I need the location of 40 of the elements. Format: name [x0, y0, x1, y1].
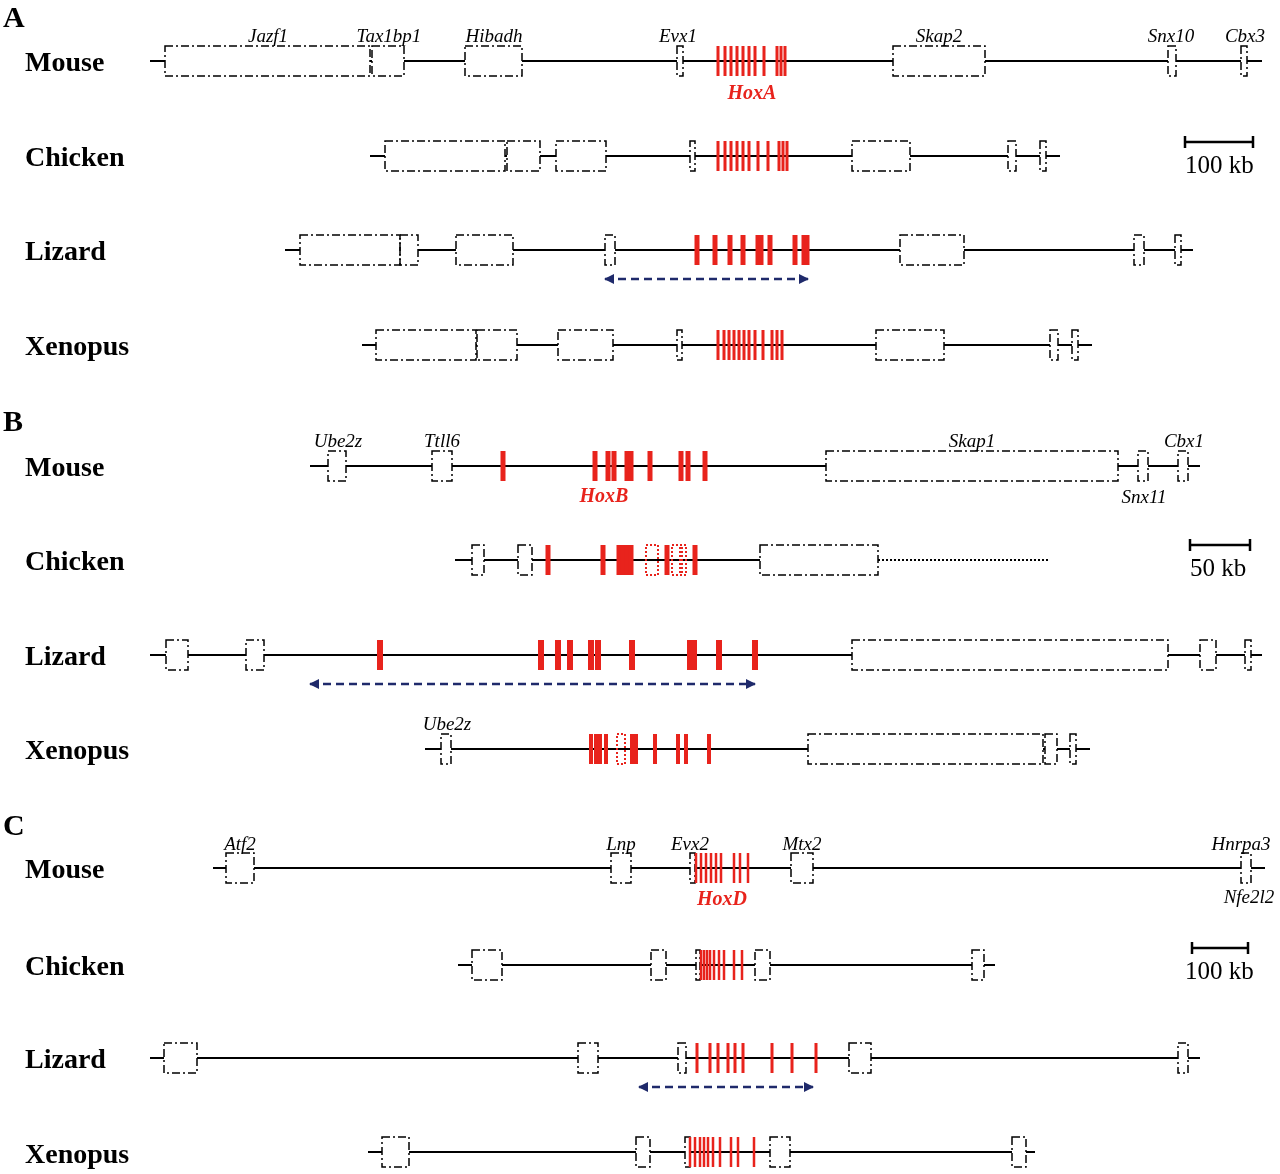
gene-name: Ttll6: [424, 431, 460, 450]
gene-name: Cbx1: [1163, 431, 1205, 450]
hox-cluster-name: HoxD: [697, 888, 747, 908]
scale-value: 50 kb: [1190, 555, 1247, 580]
gene-name: Snx10: [1147, 26, 1195, 45]
species-name: Chicken: [25, 952, 125, 980]
gene-name: Cbx3: [1224, 26, 1266, 45]
gene-name: Jazf1: [247, 26, 289, 45]
gene-name: Ube2z: [313, 431, 363, 450]
panel-letter: C: [3, 810, 25, 840]
gene-name: Hibadh: [465, 26, 523, 45]
species-name: Mouse: [25, 48, 105, 76]
panel-letter: B: [3, 406, 23, 436]
gene-name: Evx2: [671, 834, 709, 853]
species-name: Chicken: [25, 547, 125, 575]
hox-cluster-name: HoxA: [727, 82, 777, 102]
gene-name: Hnrpa3: [1211, 834, 1271, 853]
species-name: Xenopus: [25, 736, 130, 764]
panel-letter: A: [3, 2, 25, 32]
scale-value: 100 kb: [1185, 958, 1254, 983]
species-name: Mouse: [25, 855, 105, 883]
gene-name: Nfe2l2: [1223, 887, 1275, 906]
gene-name: Atf2: [224, 834, 256, 853]
species-name: Xenopus: [25, 1140, 130, 1168]
gene-name: Tax1bp1: [356, 26, 422, 45]
gene-name: Evx1: [659, 26, 697, 45]
species-name: Xenopus: [25, 332, 130, 360]
scale-value: 100 kb: [1185, 152, 1254, 177]
gene-name: Lnp: [606, 834, 636, 853]
species-name: Chicken: [25, 143, 125, 171]
gene-name: Mtx2: [782, 834, 822, 853]
species-name: Lizard: [25, 237, 106, 265]
gene-name: Skap2: [915, 26, 963, 45]
gene-name: Snx11: [1121, 487, 1167, 506]
hox-cluster-name: HoxB: [579, 485, 629, 505]
gene-name: Skap1: [948, 431, 996, 450]
gene-name: Ube2z: [422, 714, 472, 733]
species-name: Lizard: [25, 1045, 106, 1073]
species-name: Mouse: [25, 453, 105, 481]
species-name: Lizard: [25, 642, 106, 670]
